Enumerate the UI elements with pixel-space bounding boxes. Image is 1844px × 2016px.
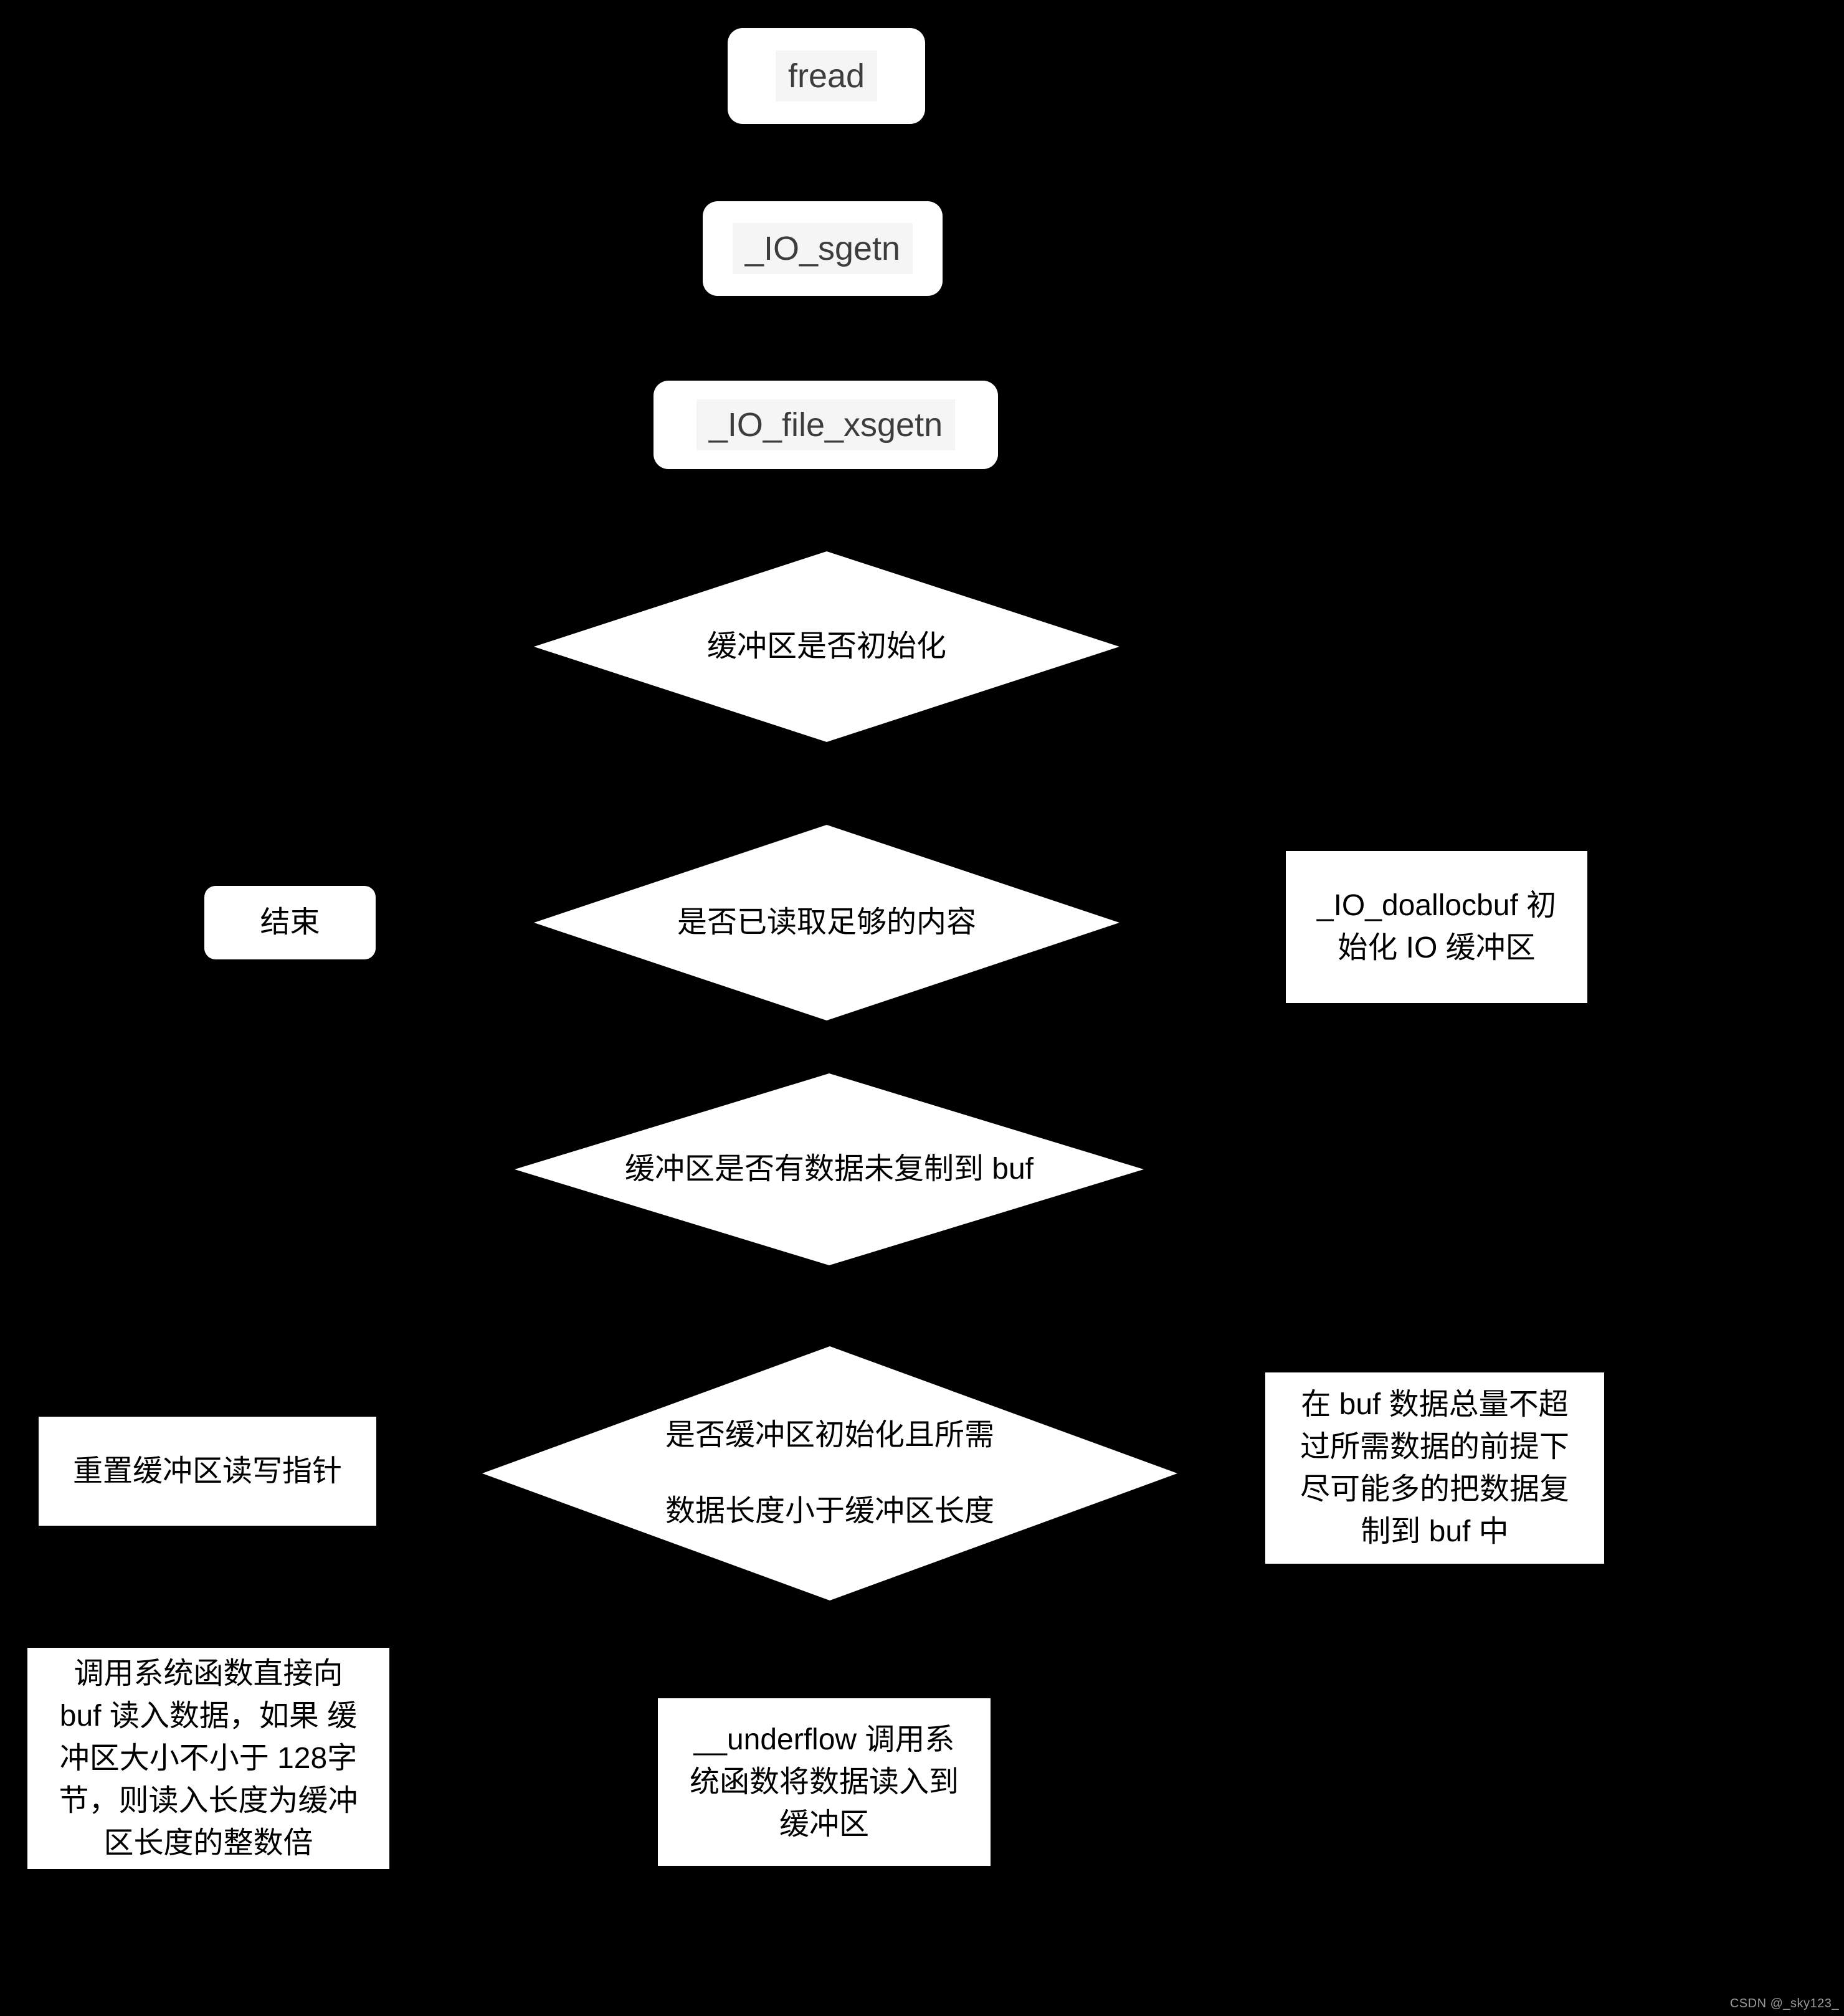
node-copy-to-buf-line2: 过所需数据的前提下 bbox=[1300, 1430, 1569, 1463]
node-io-doallocbuf-line1: _IO_doallocbuf 初 bbox=[1316, 889, 1557, 922]
node-io-file-xsgetn: _IO_file_xsgetn bbox=[653, 381, 998, 469]
node-io-file-xsgetn-label: _IO_file_xsgetn bbox=[696, 399, 956, 450]
decision-read-enough: 是否已读取足够的内容 bbox=[534, 825, 1119, 1020]
node-reset-pointers: 重置缓冲区读写指针 bbox=[39, 1417, 376, 1526]
node-underflow-line3: 缓冲区 bbox=[779, 1807, 869, 1841]
decision-buffer-init-length: 是否缓冲区初始化且所需 数据长度小于缓冲区长度 bbox=[482, 1346, 1177, 1600]
node-underflow-line1: __underflow 调用系 bbox=[693, 1723, 955, 1756]
decision-read-enough-label: 是否已读取足够的内容 bbox=[677, 906, 976, 939]
decision-buffer-init-length-line1: 是否缓冲区初始化且所需 bbox=[665, 1419, 994, 1452]
node-underflow-label: __underflow 调用系 统函数将数据读入到 缓冲区 bbox=[690, 1719, 959, 1846]
node-copy-to-buf-label: 在 buf 数据总量不超 过所需数据的前提下 尽可能多的把数据复 制到 buf … bbox=[1300, 1384, 1569, 1553]
decision-uncopied-data-label: 缓冲区是否有数据未复制到 buf bbox=[624, 1153, 1034, 1186]
node-syscall-read: 调用系统函数直接向 buf 读入数据，如果 缓 冲区大小不小于 128字 节，则… bbox=[27, 1648, 389, 1869]
node-copy-to-buf-line3: 尽可能多的把数据复 bbox=[1300, 1472, 1569, 1506]
node-end-label: 结束 bbox=[260, 906, 320, 939]
node-io-sgetn-label: _IO_sgetn bbox=[732, 223, 913, 274]
node-underflow: __underflow 调用系 统函数将数据读入到 缓冲区 bbox=[658, 1698, 991, 1866]
decision-uncopied-data: 缓冲区是否有数据未复制到 buf bbox=[515, 1073, 1144, 1265]
decision-buffer-init-length-line2: 数据长度小于缓冲区长度 bbox=[665, 1495, 994, 1528]
node-syscall-read-line3: 冲区大小不小于 128字 bbox=[59, 1741, 358, 1775]
node-underflow-line2: 统函数将数据读入到 bbox=[689, 1765, 959, 1799]
node-fread: fread bbox=[728, 28, 925, 124]
node-io-doallocbuf-line2: 始化 IO 缓冲区 bbox=[1338, 931, 1536, 964]
node-syscall-read-line2: buf 读入数据，如果 缓 bbox=[59, 1699, 358, 1733]
node-io-sgetn: _IO_sgetn bbox=[703, 201, 943, 296]
node-copy-to-buf-line1: 在 buf 数据总量不超 bbox=[1301, 1387, 1569, 1421]
node-copy-to-buf-line4: 制到 buf 中 bbox=[1361, 1514, 1509, 1548]
node-syscall-read-line1: 调用系统函数直接向 bbox=[74, 1657, 343, 1690]
node-syscall-read-label: 调用系统函数直接向 buf 读入数据，如果 缓 冲区大小不小于 128字 节，则… bbox=[59, 1653, 358, 1865]
decision-buffer-initialized: 缓冲区是否初始化 bbox=[534, 551, 1119, 742]
node-end: 结束 bbox=[204, 886, 376, 959]
decision-buffer-initialized-label: 缓冲区是否初始化 bbox=[706, 630, 946, 663]
node-io-doallocbuf: _IO_doallocbuf 初 始化 IO 缓冲区 bbox=[1286, 851, 1587, 1003]
node-syscall-read-line5: 区长度的整数倍 bbox=[103, 1826, 313, 1860]
node-reset-pointers-label: 重置缓冲区读写指针 bbox=[72, 1454, 342, 1488]
decision-buffer-init-length-label: 是否缓冲区初始化且所需 数据长度小于缓冲区长度 bbox=[665, 1417, 994, 1529]
node-fread-label: fread bbox=[775, 50, 878, 102]
csdn-watermark: CSDN @_sky123_ bbox=[1729, 1997, 1839, 2010]
node-copy-to-buf: 在 buf 数据总量不超 过所需数据的前提下 尽可能多的把数据复 制到 buf … bbox=[1265, 1372, 1604, 1564]
node-io-doallocbuf-label: _IO_doallocbuf 初 始化 IO 缓冲区 bbox=[1317, 885, 1556, 969]
node-syscall-read-line4: 节，则读入长度为缓冲 bbox=[59, 1784, 358, 1817]
